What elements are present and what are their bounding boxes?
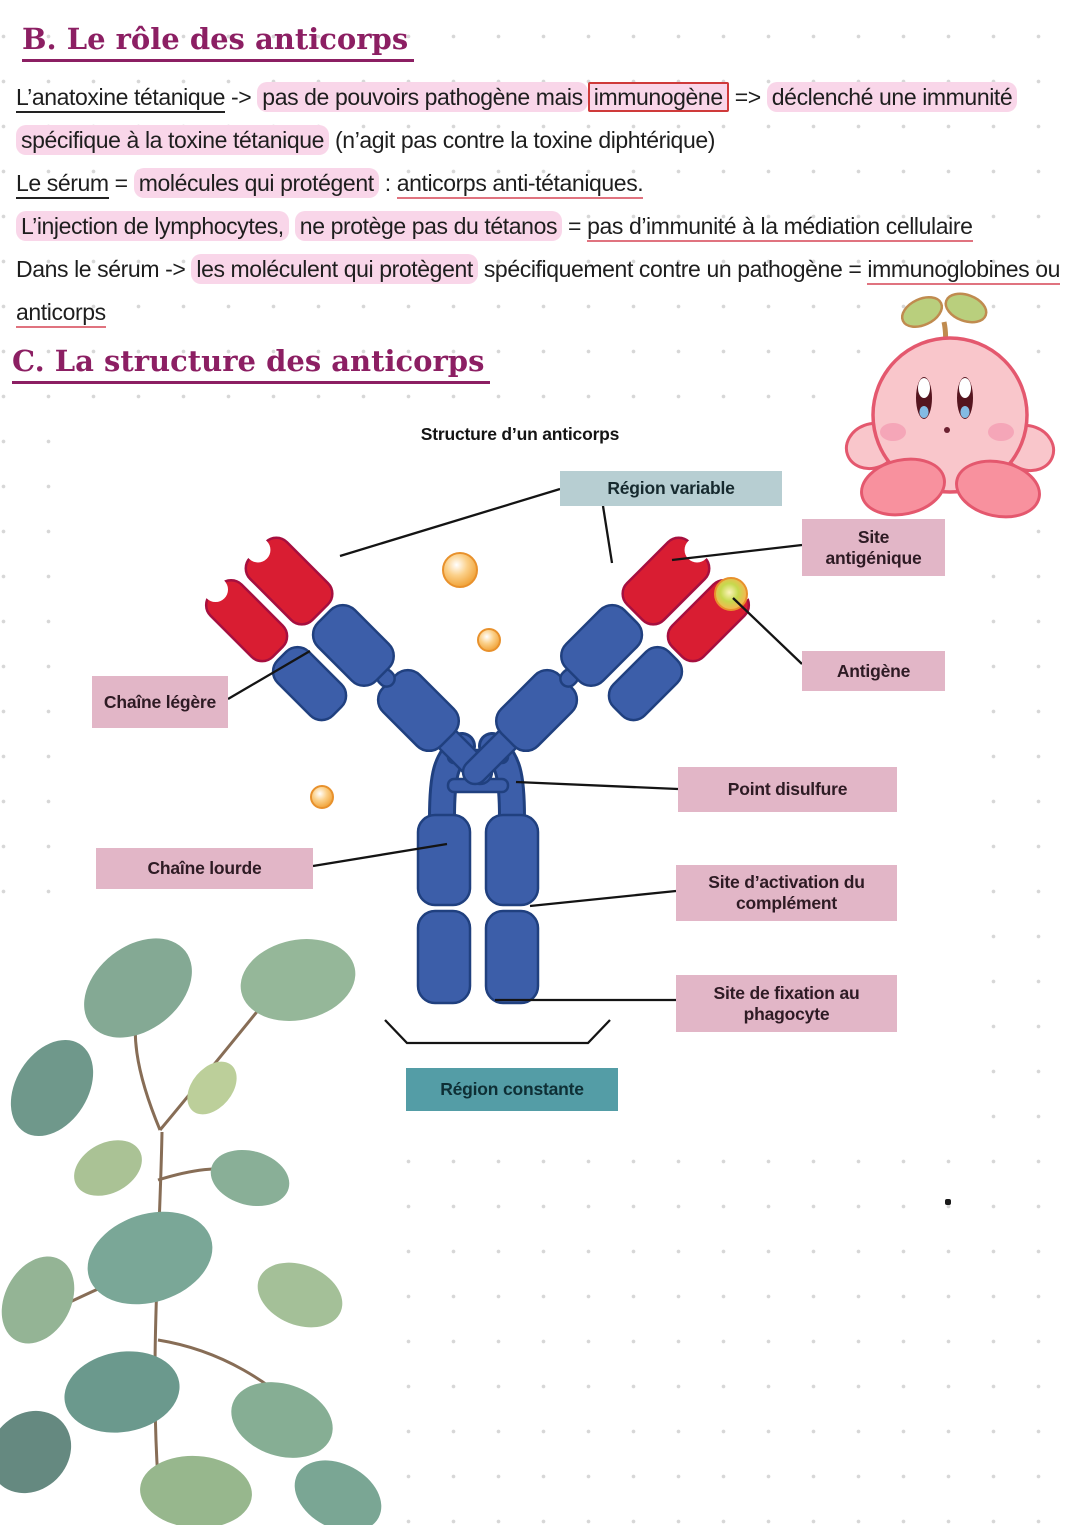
note-segment: = — [562, 213, 588, 239]
label-chaine-lourde: Chaîne lourde — [96, 848, 313, 889]
constant-region-bracket — [384, 1019, 611, 1045]
note-segment: Le sérum — [16, 170, 109, 199]
stray-ink-dot — [945, 1199, 951, 1205]
note-segment: -> — [225, 84, 258, 110]
watercolor-leaves-decoration — [0, 938, 382, 1525]
note-segment: anticorps anti-tétaniques. — [396, 170, 644, 199]
label-point-disulfure: Point disulfure — [678, 767, 897, 812]
note-segment: spécifique à la toxine tétanique — [16, 125, 330, 155]
note-segment — [289, 213, 295, 239]
section-heading-c: C. La structure des anticorps — [12, 344, 491, 384]
note-line-3: Le sérum = molécules qui protégent : ant… — [16, 168, 644, 199]
kirby-cheek — [880, 423, 906, 441]
diagram-title: Structure d’un anticorps — [420, 424, 620, 444]
note-segment: Dans le sérum -> — [16, 256, 192, 282]
note-segment-boxed: immunogène — [587, 82, 729, 112]
antigen-bead — [310, 785, 334, 809]
heading-text: C. La structure des anticorps — [12, 344, 491, 384]
note-line-4: L’injection de lymphocytes, ne protège p… — [16, 211, 973, 242]
note-segment: ne protège pas du tétanos — [294, 211, 563, 241]
note-segment: pas de pouvoirs pathogène mais — [257, 82, 588, 112]
kirby-eyes — [916, 377, 973, 419]
bound-antigen-bead — [714, 577, 748, 611]
note-segment: anticorps — [16, 299, 106, 328]
note-line-2: spécifique à la toxine tétanique (n’agit… — [16, 125, 715, 155]
heading-text: B. Le rôle des anticorps — [22, 22, 415, 62]
note-segment: déclenché une immunité — [766, 82, 1018, 112]
label-antigene: Antigène — [802, 651, 945, 691]
antibody-graphic — [200, 530, 755, 1005]
note-line-1: L’anatoxine tétanique -> pas de pouvoirs… — [16, 82, 1018, 113]
label-site-activation: Site d’activation du complément — [676, 865, 897, 921]
note-segment: => — [728, 84, 767, 110]
note-segment: molécules qui protégent — [133, 168, 379, 198]
antigen-bead — [477, 628, 501, 652]
antibody-stem — [416, 813, 540, 1005]
label-region-variable: Région variable — [560, 471, 782, 506]
label-site-fixation: Site de fixation au phagocyte — [676, 975, 897, 1032]
note-segment: immunoglobines ou — [867, 256, 1060, 285]
note-line-5: Dans le sérum -> les moléculent qui prot… — [16, 254, 1060, 285]
section-heading-b: B. Le rôle des anticorps — [22, 22, 415, 62]
note-segment: pas d’immunité à la médiation cellulaire — [587, 213, 973, 242]
note-line-6: anticorps — [16, 299, 106, 328]
kirby-sticker — [844, 292, 1056, 519]
kirby-mouth — [944, 427, 950, 433]
note-segment: les moléculent qui protègent — [191, 254, 478, 284]
note-segment: = — [108, 170, 134, 196]
note-segment: (n’agit pas contre la toxine diphtérique… — [329, 127, 715, 153]
note-segment: L’anatoxine tétanique — [16, 84, 225, 113]
note-segment: spécifiquement contre un pathogène = — [477, 256, 868, 282]
note-segment: L’injection de lymphocytes, — [16, 211, 289, 241]
kirby-cheek — [988, 423, 1014, 441]
antigen-beads — [310, 552, 748, 809]
note-segment: : — [378, 170, 397, 196]
antigen-bead — [442, 552, 478, 588]
label-chaine-legere: Chaîne légère — [92, 676, 228, 728]
label-site-antigenique: Site antigénique — [802, 519, 945, 576]
annotation-lines — [227, 487, 803, 1045]
label-region-constante: Région constante — [406, 1068, 618, 1111]
